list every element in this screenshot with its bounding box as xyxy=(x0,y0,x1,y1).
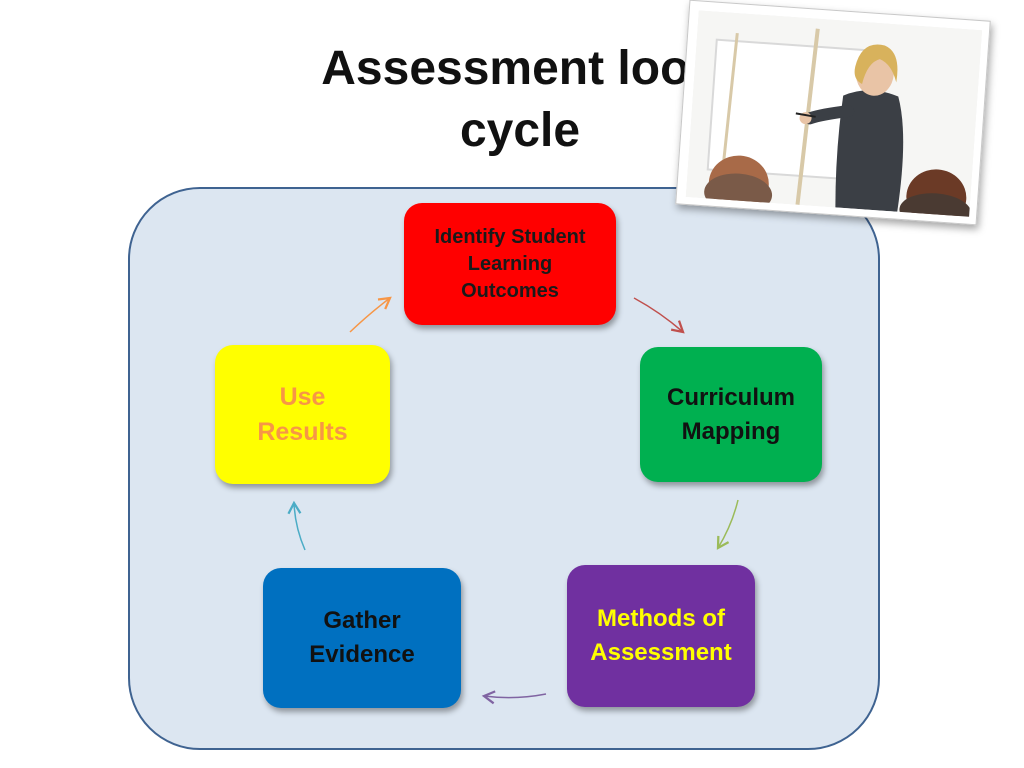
step-gather-evidence: Gather Evidence xyxy=(263,568,461,708)
arrow-methods-to-gather xyxy=(481,690,547,705)
teacher-at-whiteboard-photo-icon xyxy=(685,10,983,217)
step-use-results: Use Results xyxy=(215,345,390,484)
step-label: Gather Evidence xyxy=(309,607,415,668)
arrow-gather-to-use xyxy=(287,500,306,551)
arrow-identify-to-curriculum xyxy=(633,297,685,334)
step-label: Use Results xyxy=(257,382,348,446)
step-label: Curriculum Mapping xyxy=(666,383,795,445)
step-label: Identify Student Learning Outcomes xyxy=(434,225,586,302)
step-label: Methods of Assessment xyxy=(590,605,732,666)
step-methods-of-assessment: Methods of Assessment xyxy=(567,565,755,707)
teacher-photo xyxy=(675,0,991,226)
arrow-use-to-identify xyxy=(349,296,392,333)
arrow-curriculum-to-methods xyxy=(716,499,739,550)
step-identify-outcomes: Identify Student Learning Outcomes xyxy=(404,203,616,325)
step-curriculum-mapping: Curriculum Mapping xyxy=(640,347,822,482)
